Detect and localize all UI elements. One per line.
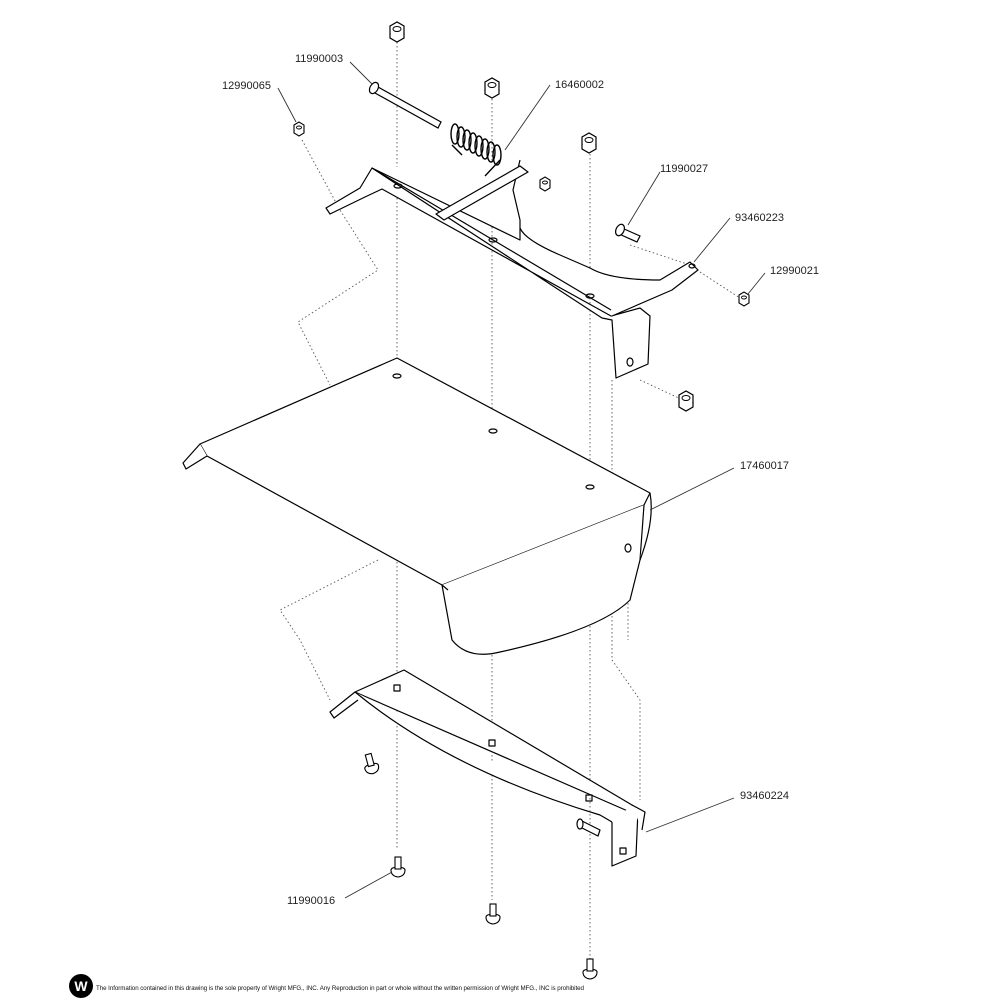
label-17460017: 17460017	[740, 460, 789, 472]
part-labels: 11990003 12990065 16460002 11990027 9346…	[222, 53, 819, 907]
lower-bracket	[329, 669, 646, 867]
copyright-footer: W The Information contained in this draw…	[68, 970, 768, 1000]
side-bolt	[614, 223, 641, 243]
torsion-spring	[450, 123, 502, 177]
deflector-plate	[182, 357, 652, 655]
copyright-notice: The Information contained in this drawin…	[96, 985, 584, 992]
label-12990065: 12990065	[222, 80, 271, 92]
label-93460223: 93460223	[735, 212, 784, 224]
upper-bracket	[325, 159, 699, 379]
wright-logo-icon: W	[69, 974, 93, 998]
label-93460224: 93460224	[740, 790, 789, 802]
label-11990003: 11990003	[295, 53, 343, 65]
label-11990016: 11990016	[287, 895, 335, 907]
label-11990027: 11990027	[660, 163, 708, 175]
label-16460002: 16460002	[555, 79, 604, 91]
nuts	[293, 21, 750, 412]
svg-text:W: W	[74, 978, 88, 994]
long-bolt	[368, 81, 442, 129]
label-12990021: 12990021	[770, 265, 819, 277]
leader-lines	[277, 61, 766, 899]
